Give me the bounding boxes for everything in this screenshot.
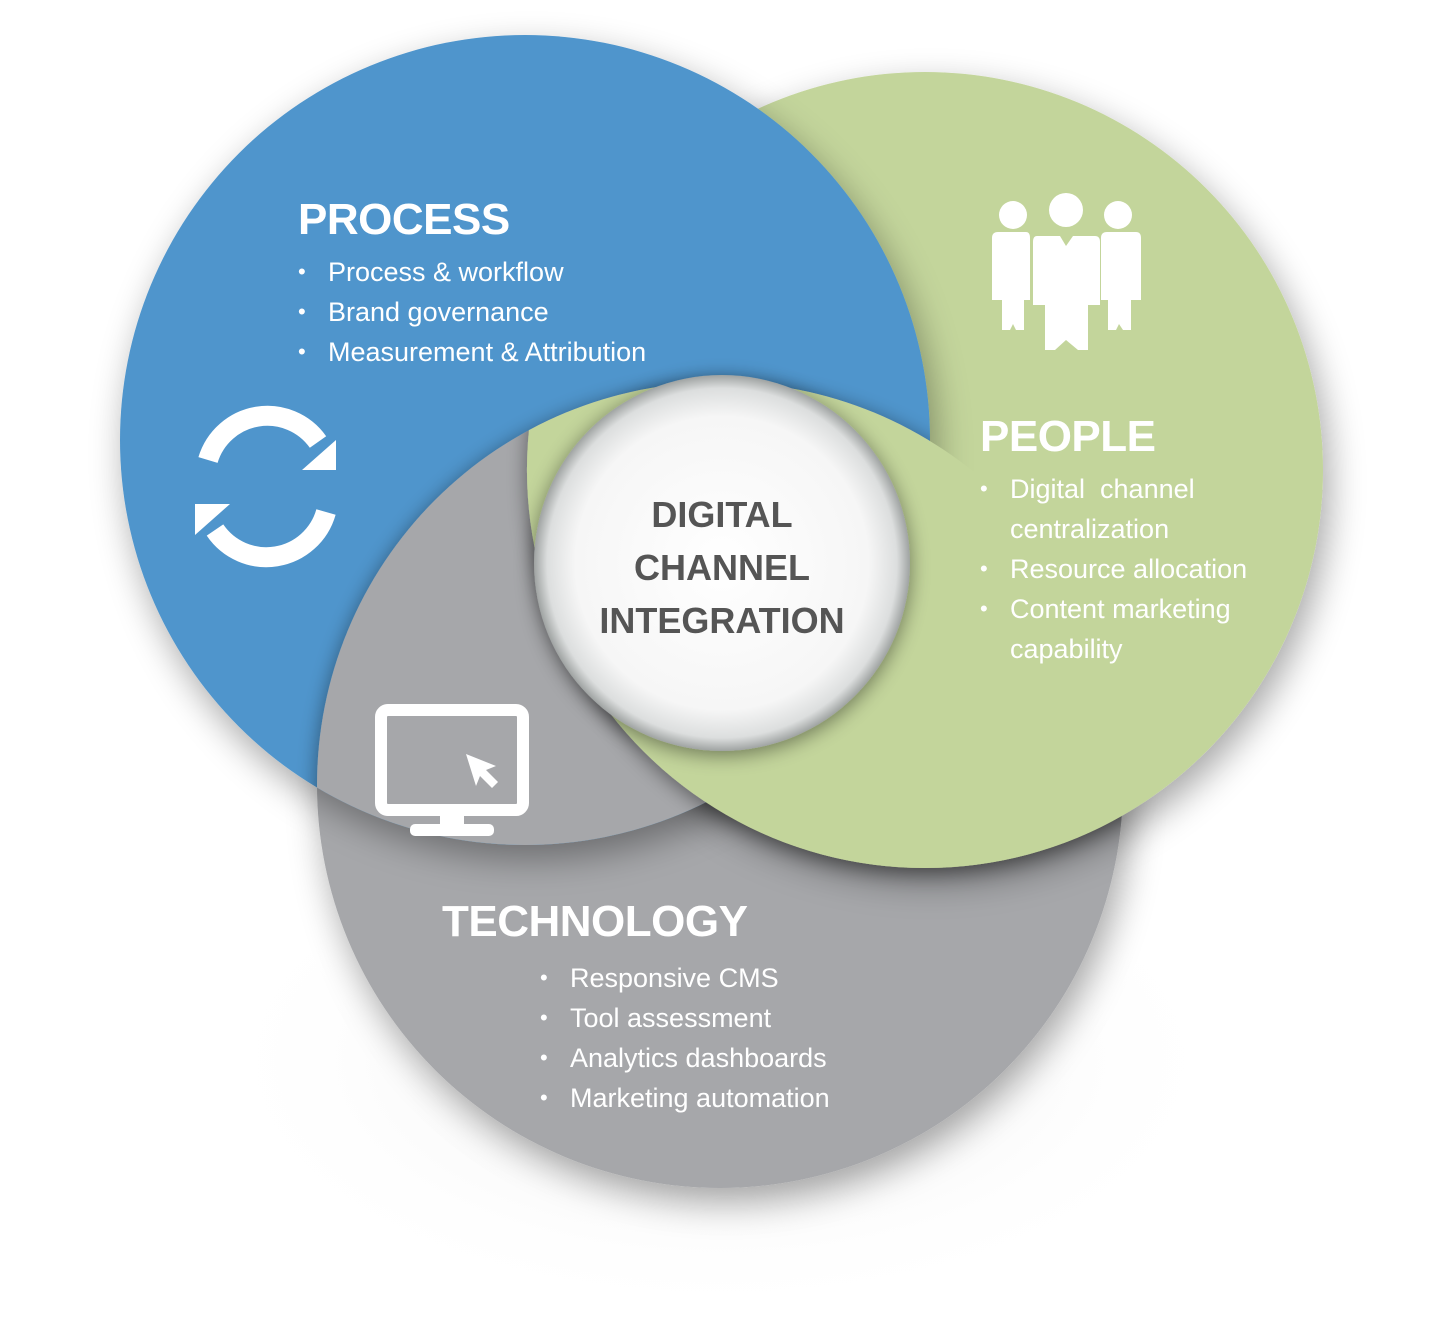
people-section: PEOPLE Digital channel centralization Re… [980, 415, 1290, 669]
people-title: PEOPLE [980, 412, 1156, 461]
center-line: INTEGRATION [599, 600, 845, 641]
list-item: Brand governance [298, 292, 646, 332]
process-title: PROCESS [298, 195, 510, 244]
center-line: CHANNEL [634, 547, 810, 588]
list-item: Tool assessment [540, 998, 830, 1038]
list-item: Responsive CMS [540, 958, 830, 998]
list-item: Marketing automation [540, 1078, 830, 1118]
list-item: Process & workflow [298, 252, 646, 292]
technology-list: Responsive CMS Tool assessment Analytics… [540, 958, 830, 1118]
list-item: Measurement & Attribution [298, 332, 646, 372]
center-label: DIGITAL CHANNEL INTEGRATION [532, 488, 912, 647]
process-list: Process & workflow Brand governance Meas… [298, 252, 646, 372]
refresh-cycle-icon [198, 405, 336, 568]
center-circle [534, 375, 910, 751]
technology-title: TECHNOLOGY [442, 897, 748, 946]
list-item: Content marketing capability [980, 589, 1280, 669]
technology-section: TECHNOLOGY Responsive CMS Tool assessmen… [442, 897, 830, 1119]
process-section: PROCESS Process & workflow Brand governa… [298, 195, 646, 373]
people-group-icon [992, 193, 1141, 350]
monitor-cursor-icon [375, 704, 529, 836]
refresh-arrow-head-bottom [195, 504, 230, 535]
list-item: Digital channel centralization [980, 469, 1240, 549]
people-list: Digital channel centralization Resource … [980, 469, 1290, 669]
refresh-arrow-head-top [302, 440, 336, 470]
center-line: DIGITAL [651, 494, 793, 535]
list-item: Analytics dashboards [540, 1038, 830, 1078]
list-item: Resource allocation [980, 549, 1290, 589]
